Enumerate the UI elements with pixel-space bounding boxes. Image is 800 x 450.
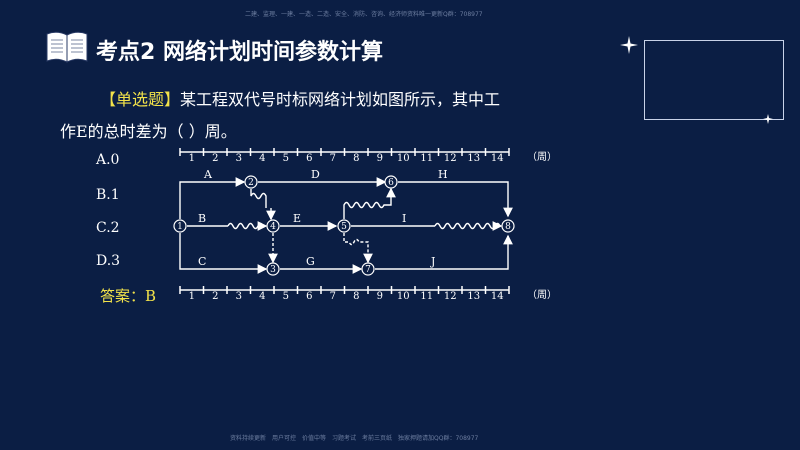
scale-label: 9 (377, 291, 383, 302)
sparkle-icon-small (763, 114, 773, 124)
svg-text:7: 7 (365, 265, 371, 275)
option-d[interactable]: D.3 (96, 253, 121, 269)
node-7: 7 (361, 262, 375, 276)
svg-text:6: 6 (388, 178, 394, 188)
option-a[interactable]: A.0 (96, 152, 120, 168)
scale-label: 6 (306, 153, 312, 164)
scale-label: 3 (236, 153, 242, 164)
work-j-arrow (375, 234, 513, 270)
scale-label: 5 (283, 153, 289, 164)
question-line-2: 作E的总时差为（ ）周。 (60, 122, 237, 141)
scale-label: 14 (491, 291, 504, 302)
scale-label: 12 (444, 153, 457, 164)
node-1: 1 (173, 219, 187, 233)
scale-label: 13 (467, 153, 480, 164)
label-j: J (430, 255, 435, 268)
label-e: E (293, 212, 301, 225)
scale-unit-top: （周） (527, 151, 557, 163)
scale-label: 1 (189, 291, 195, 302)
node-2: 2 (244, 175, 258, 189)
node-6: 6 (384, 175, 398, 189)
label-h: H (438, 168, 448, 181)
svg-text:3: 3 (270, 265, 276, 275)
video-panel (644, 40, 784, 120)
dummy-5-6 (343, 187, 396, 219)
scale-label: 4 (259, 291, 265, 302)
network-arrows (179, 177, 513, 274)
svg-text:1: 1 (177, 222, 183, 232)
scale-label: 11 (420, 153, 433, 164)
svg-text:2: 2 (248, 178, 254, 188)
scale-label: 11 (420, 291, 433, 302)
work-a-arrow (179, 177, 246, 219)
work-b-wave (227, 222, 264, 230)
scale-label: 7 (330, 153, 336, 164)
work-labels: A B C D E H I G J (198, 168, 448, 268)
scale-label: 5 (283, 291, 289, 302)
node-3: 3 (266, 262, 280, 276)
scale-label: 13 (467, 291, 480, 302)
network-nodes: 1 2 3 4 5 6 7 8 (173, 175, 515, 276)
scale-label: 7 (330, 291, 336, 302)
node-8: 8 (501, 219, 515, 233)
label-g: G (306, 255, 315, 268)
svg-text:5: 5 (341, 222, 347, 232)
watermark-bottom: 资料持续更新 用户可控 价值中等 习题考试 考前三页纸 独家押题请加QQ群：70… (230, 435, 479, 442)
label-a: A (203, 168, 213, 181)
scale-label: 8 (353, 291, 359, 302)
scale-unit-bottom: （周） (527, 289, 557, 301)
scale-label: 10 (397, 291, 410, 302)
dummy-2-4-wave (250, 189, 267, 208)
svg-text:4: 4 (270, 222, 276, 232)
label-b: B (198, 212, 206, 225)
scale-label: 1 (189, 153, 195, 164)
scale-label: 12 (444, 291, 457, 302)
node-5: 5 (337, 219, 351, 233)
label-c: C (198, 255, 206, 268)
work-i-wave (434, 222, 501, 230)
scale-label: 3 (236, 291, 242, 302)
watermark-top: 二建、监理、一建、一造、二造、安全、消防、咨询、经济师资料唯一更新Q群：7089… (245, 11, 483, 18)
svg-text:8: 8 (505, 222, 511, 232)
question-line-1: 【单选题】某工程双代号时标网络计划如图所示，其中工 (100, 86, 500, 110)
dummy-5-7 (343, 233, 373, 264)
option-b[interactable]: B.1 (96, 187, 120, 203)
work-h-arrow (398, 181, 513, 218)
work-c-arrow (179, 233, 268, 274)
scale-label: 6 (306, 291, 312, 302)
answer-text: 答案：B (100, 287, 157, 305)
question-text-1: 某工程双代号时标网络计划如图所示，其中工 (180, 90, 501, 109)
scale-label: 2 (212, 153, 218, 164)
label-d: D (311, 168, 320, 181)
question-tag: 【单选题】 (100, 90, 181, 109)
page-title: 考点2 网络计划时间参数计算 (96, 40, 383, 65)
option-c[interactable]: C.2 (96, 220, 120, 236)
scale-label: 2 (212, 291, 218, 302)
sparkle-icon (620, 36, 638, 54)
node-4: 4 (266, 219, 280, 233)
book-icon (46, 31, 88, 63)
scale-label: 14 (491, 153, 504, 164)
scale-label: 10 (397, 153, 410, 164)
scale-label: 8 (353, 153, 359, 164)
scale-label: 4 (259, 153, 265, 164)
label-i: I (402, 212, 406, 225)
scale-label: 9 (377, 153, 383, 164)
